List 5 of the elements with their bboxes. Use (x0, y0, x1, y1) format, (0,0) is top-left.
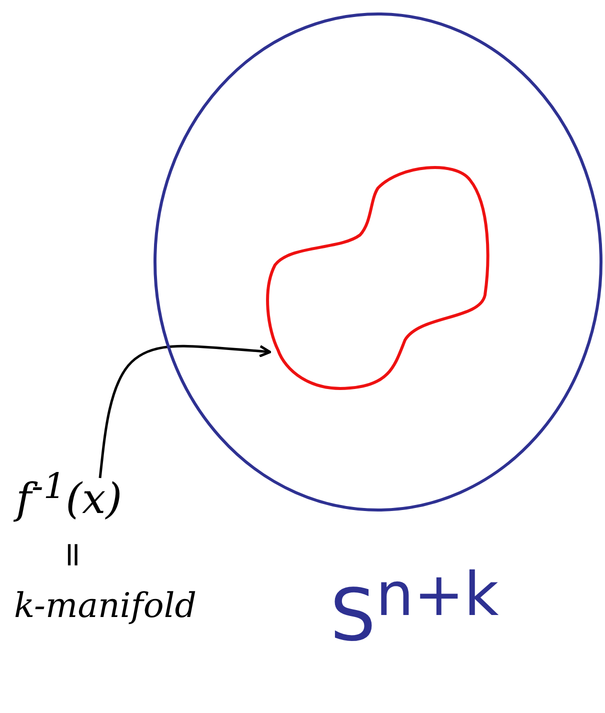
equals-sign: = (54, 540, 91, 570)
manifold-label: k-manifold (14, 588, 196, 625)
sphere-label: S$^{n+k}$ (330, 560, 499, 657)
arrow (98, 344, 272, 478)
preimage-label: f$^{-1}$(x) (16, 468, 122, 522)
